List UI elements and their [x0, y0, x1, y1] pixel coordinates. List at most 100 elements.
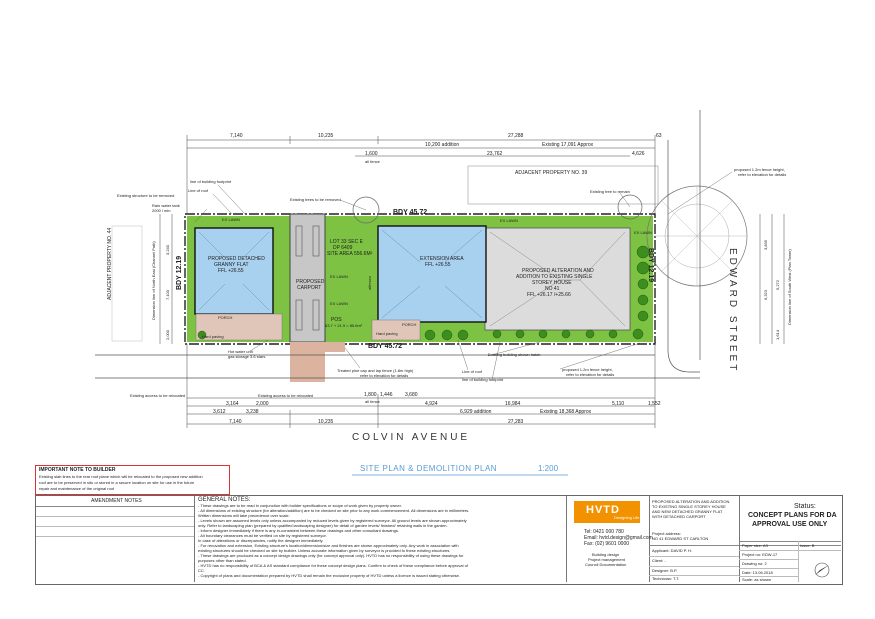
project-description: AND NEW DETACHED GRANNY FLAT — [652, 509, 723, 514]
callout: 2000 l min — [152, 208, 171, 213]
company-column — [566, 496, 650, 582]
hard-paving-east — [371, 319, 421, 341]
company-service: Project management — [588, 557, 625, 562]
callout: Hot water unit — [228, 349, 253, 354]
existing-house-label-3: STOREY HOUSE — [532, 280, 572, 286]
status-value: CONCEPT PLANS FOR DA — [748, 512, 837, 519]
existing-house-label-1: PROPOSED ALTERATION AND — [522, 268, 594, 274]
dimension-text: 3,164 — [226, 401, 239, 407]
adjacent-property-west — [111, 225, 143, 342]
company-logo: HVTD Designing Life — [574, 501, 640, 523]
granny-flat-label-1: PROPOSED DETACHED — [208, 256, 265, 262]
project-no: Project no: EDW-17 — [742, 552, 778, 557]
street-name-east: EDWARD STREET — [727, 248, 738, 374]
important-note-line: Existing slab lines to the rear roof pla… — [39, 474, 203, 479]
side-dimension-text: 1,614 — [775, 329, 780, 340]
carport-label-2: CARPORT — [297, 285, 322, 291]
designer: Designer: B.P. — [652, 568, 678, 573]
important-note-line: repair and maintenance of the original r… — [39, 486, 115, 491]
status-column — [739, 496, 842, 582]
dimension-text: 3,612 — [213, 409, 226, 415]
granny-flat — [194, 227, 274, 315]
plan-title: SITE PLAN & DEMOLITION PLAN — [360, 464, 498, 473]
trees — [197, 245, 650, 341]
existing-house-label-4: NO 41 — [545, 286, 560, 292]
pos-label-2: 63.7 + 21.9 = 85.6m² — [325, 323, 363, 328]
extension-label-2: FFL +26.55 — [425, 262, 451, 268]
street-kerbs — [95, 110, 701, 379]
company-logo-text: HVTD — [586, 504, 620, 516]
title-block: AMENDMENT NOTES GENERAL NOTES: - These d… — [35, 495, 843, 585]
scale: Scale: as shown — [742, 577, 772, 582]
general-notes-line: - These drawings are produced as a conce… — [198, 553, 464, 558]
callout: proposed 1.2m fence height, — [734, 167, 785, 172]
boundary-label-south: BDY 45.72 — [368, 343, 403, 350]
callout: proposed 1.2m fence height, — [562, 367, 613, 372]
dimension-text: 23,762 — [487, 151, 503, 157]
project-address-label: Project address: — [652, 531, 681, 536]
client: Client: - — [652, 558, 666, 563]
carport — [289, 213, 326, 343]
callout: line of building footprint — [190, 179, 232, 184]
lawn-label: EX LAWN — [222, 217, 240, 222]
dimension-text: all fence — [365, 159, 380, 164]
boundary-label-east: BDY 12.19 — [647, 248, 654, 283]
lot-label-2: DP 6409 — [333, 245, 353, 251]
dimension-text: 6,929 addition — [460, 409, 492, 415]
date: Date: 13.06.2018 — [742, 570, 773, 575]
project-address: NO 41 EDWARD ST CARLTON — [652, 536, 709, 541]
boundary-label-west: BDY 12.19 — [176, 255, 183, 290]
lawn-label: EX LAWN — [330, 301, 348, 306]
dimension-text: 16,984 — [505, 401, 521, 407]
dimension-text: 63 — [656, 133, 662, 139]
dimension-text: 27,283 — [508, 419, 524, 425]
dimension-text: 27,288 — [508, 133, 524, 139]
carport-wheel-marks — [295, 225, 320, 331]
general-notes-line: - Inform designer immediately if there i… — [198, 528, 399, 533]
callout: Existing building shown hatch — [488, 352, 541, 357]
callout: Existing access to be relocated — [258, 393, 314, 398]
north-arrow — [814, 562, 830, 578]
lot-label-3: SITE AREA 556.6M² — [327, 251, 373, 257]
callout: refer to elevation for details — [360, 373, 409, 378]
project-description: WITH DETACHED CARPORT — [652, 514, 706, 519]
boundary-label-north: BDY 45.72 — [393, 209, 428, 216]
amendment-notes-header: AMENDMENT NOTES — [91, 498, 142, 504]
extension-label-1: EXTENSION AREA — [420, 256, 464, 262]
driveway — [290, 342, 325, 382]
callout: line of building footprint — [462, 377, 504, 382]
general-notes-line: only. Refer to landscaping plan (prepare… — [198, 523, 448, 528]
dimension-text: 5,110 — [612, 401, 625, 407]
lawn-label: EX LAWN — [330, 274, 348, 279]
dimension-text: 7,140 — [229, 419, 242, 425]
callout: refer to elevation for details — [566, 372, 615, 377]
pos-label-1: POS — [331, 317, 342, 323]
general-notes-line: - Copyright of plans and documentation p… — [198, 573, 460, 578]
side-dimension-text: 5,272 — [775, 279, 780, 290]
granny-flat-label-3: FFL +26.55 — [218, 268, 244, 274]
adjacent-property-north-label: ADJACENT PROPERTY NO. 39 — [515, 170, 588, 176]
general-notes-line: Written dimensions will take precedence … — [198, 513, 290, 518]
status-value: APPROVAL USE ONLY — [752, 521, 828, 528]
dimension-text: 10,200 addition — [425, 142, 460, 148]
callout: Existing tree to remain — [590, 189, 630, 194]
project-description: TO EXISTING SINGLE STOREY HOUSE — [652, 504, 726, 509]
side-dimension-text: 7,100 — [165, 289, 170, 300]
paper-size: Paper size: A3 — [742, 543, 768, 548]
status-label: Status: — [794, 503, 816, 510]
company-tel: Tel: 0421 000 780 — [584, 529, 624, 535]
bottom-dimension-lines — [186, 344, 656, 428]
callout: Treated pine cap and lap fence (1.8m hig… — [337, 368, 414, 373]
dimension-text: all fence — [365, 399, 380, 404]
existing-roof-lines — [489, 231, 626, 327]
dimension-text: 1,800 — [364, 392, 377, 398]
tree-to-remove — [352, 196, 380, 224]
street-name-south: COLVIN AVENUE — [352, 432, 471, 443]
general-notes-line: - HVTD has no responsibility of BCA & AS… — [198, 563, 468, 568]
company-fax: Fax: (02) 9601 0000 — [584, 541, 630, 547]
existing-house-label-5: FFL +26.17 /+25.66 — [527, 292, 571, 298]
callout: refer to elevation for details — [738, 172, 787, 177]
dimension-text: 10,235 — [318, 133, 334, 139]
callout: Line of roof — [462, 369, 483, 374]
company-email: Email: hvtd.design@gmail.com — [584, 535, 653, 541]
